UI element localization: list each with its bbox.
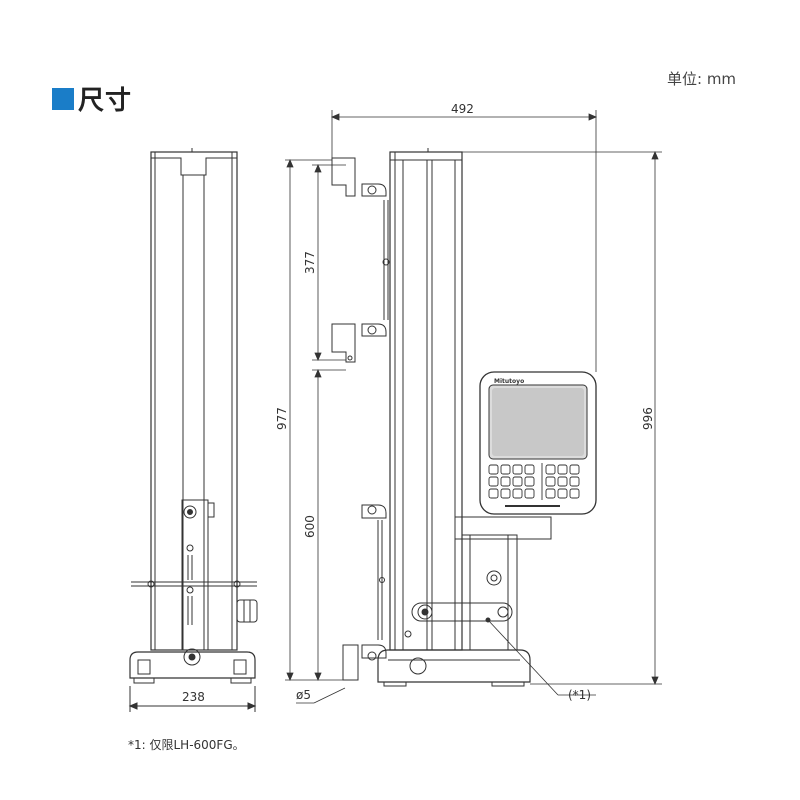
dim-width-base: 238 bbox=[182, 690, 205, 704]
footnote: *1: 仅限LH-600FG。 bbox=[128, 738, 245, 752]
unit-label: 单位: mm bbox=[667, 70, 737, 88]
title-marker-icon bbox=[52, 87, 74, 110]
note-reference: (*1) bbox=[568, 688, 591, 702]
front-view bbox=[331, 148, 552, 687]
section-title: 尺寸 bbox=[52, 80, 132, 117]
brand-label: Mitutoyo bbox=[494, 378, 524, 385]
dimension-lines bbox=[285, 110, 662, 704]
dim-width-top: 492 bbox=[451, 102, 474, 116]
side-view bbox=[128, 148, 258, 712]
dim-upper-span: 377 bbox=[303, 251, 317, 274]
dim-height-total: 996 bbox=[641, 407, 655, 430]
dim-hole-diameter: ø5 bbox=[296, 688, 311, 702]
keypad bbox=[488, 463, 580, 500]
dim-height-column: 977 bbox=[275, 407, 289, 430]
dim-lower-span: 600 bbox=[303, 515, 317, 538]
page-title: 尺寸 bbox=[78, 86, 133, 116]
display-unit bbox=[479, 371, 597, 515]
